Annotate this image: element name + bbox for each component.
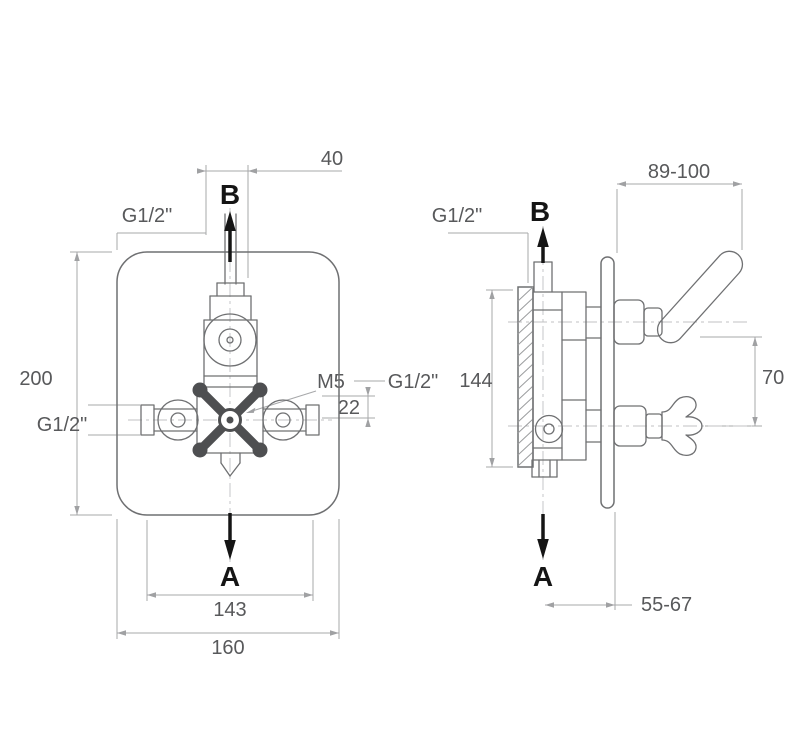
thread-top-label-front: G1/2": [122, 205, 172, 227]
dim-arrow: [752, 337, 758, 346]
port-a-arrow-front: [224, 540, 236, 560]
dim-arrow: [545, 602, 554, 608]
dim-89-100-label: 89-100: [648, 161, 710, 183]
thermostat-flange: [203, 313, 257, 367]
dim-55-67-label: 55-67: [641, 594, 692, 616]
dim-arrow: [330, 630, 339, 636]
dim-70-label: 70: [762, 367, 784, 389]
cross-handle-front: [192, 382, 268, 458]
dim-arrow: [752, 417, 758, 426]
side-view-ports: B A: [530, 196, 553, 592]
dim-arrow: [74, 506, 80, 515]
dim-22-label: 22: [338, 397, 360, 419]
knob-profile: [661, 396, 703, 456]
port-a-label-front: A: [220, 561, 240, 592]
wall-hatching: [517, 286, 534, 467]
front-view-dimensions: 40 G1/2" 200 G1/2" M5 G1/2" 22: [19, 148, 438, 659]
port-a-label-side: A: [533, 561, 553, 592]
dim-arrow: [74, 252, 80, 261]
cross-handle-knob: [192, 442, 208, 458]
cross-handle-knob: [252, 442, 268, 458]
left-union-nut: [157, 399, 199, 441]
lever-blade: [656, 250, 744, 344]
dim-arrow: [248, 168, 257, 174]
lever-handle-side: [613, 250, 744, 345]
cross-handle-screw: [226, 416, 234, 424]
dim-160-label: 160: [211, 637, 244, 659]
dim-arrow: [365, 387, 371, 396]
lever-neck: [643, 307, 663, 337]
thermostat-center: [226, 336, 234, 344]
cover-plate-side: [600, 256, 615, 509]
dim-arrow: [733, 181, 742, 187]
cross-knob-side: [613, 396, 703, 456]
dim-200-label: 200: [19, 368, 52, 390]
valve-body-side: [532, 291, 587, 461]
thread-top-label-side: G1/2": [432, 205, 482, 227]
port-b-label-front: B: [220, 179, 240, 210]
cross-handle-knob: [192, 382, 208, 398]
port-b-arrow-side: [537, 227, 549, 247]
dim-arrow: [617, 181, 626, 187]
dim-40-label: 40: [321, 148, 343, 170]
lower-port-side: [534, 414, 564, 444]
dim-arrow: [117, 630, 126, 636]
dim-arrow: [365, 418, 371, 427]
dim-arrow: [197, 168, 206, 174]
front-view: [116, 208, 340, 562]
right-union-center: [275, 412, 291, 428]
port-a-arrow-side: [537, 539, 549, 559]
left-inlet-cap: [140, 404, 155, 436]
front-view-ports: B A: [220, 179, 240, 592]
dim-arrow: [147, 592, 156, 598]
cross-handle-knob: [252, 382, 268, 398]
mounting-plate-front: [116, 251, 340, 516]
thread-left-inlet-label: G1/2": [37, 414, 87, 436]
dim-143-label: 143: [213, 599, 246, 621]
dim-144-label: 144: [459, 370, 492, 392]
lower-port-center: [543, 423, 555, 435]
dim-arrow: [489, 290, 495, 299]
screw-thread-m5-label: M5: [317, 371, 345, 393]
right-inlet-cap: [305, 404, 320, 436]
port-b-arrow-front: [224, 211, 236, 231]
thermostat-flange-inner: [218, 328, 242, 352]
side-view-dimensions: 89-100 G1/2" 144 70 55-67: [432, 161, 784, 616]
leader-arrow: [246, 407, 256, 413]
dim-arrow: [489, 458, 495, 467]
dim-arrow: [606, 602, 615, 608]
left-union-center: [170, 412, 186, 428]
port-b-label-side: B: [530, 196, 550, 227]
thread-outlet-label-front: G1/2": [388, 371, 438, 393]
right-union-nut: [262, 399, 304, 441]
dim-arrow: [304, 592, 313, 598]
side-view: [508, 226, 752, 560]
